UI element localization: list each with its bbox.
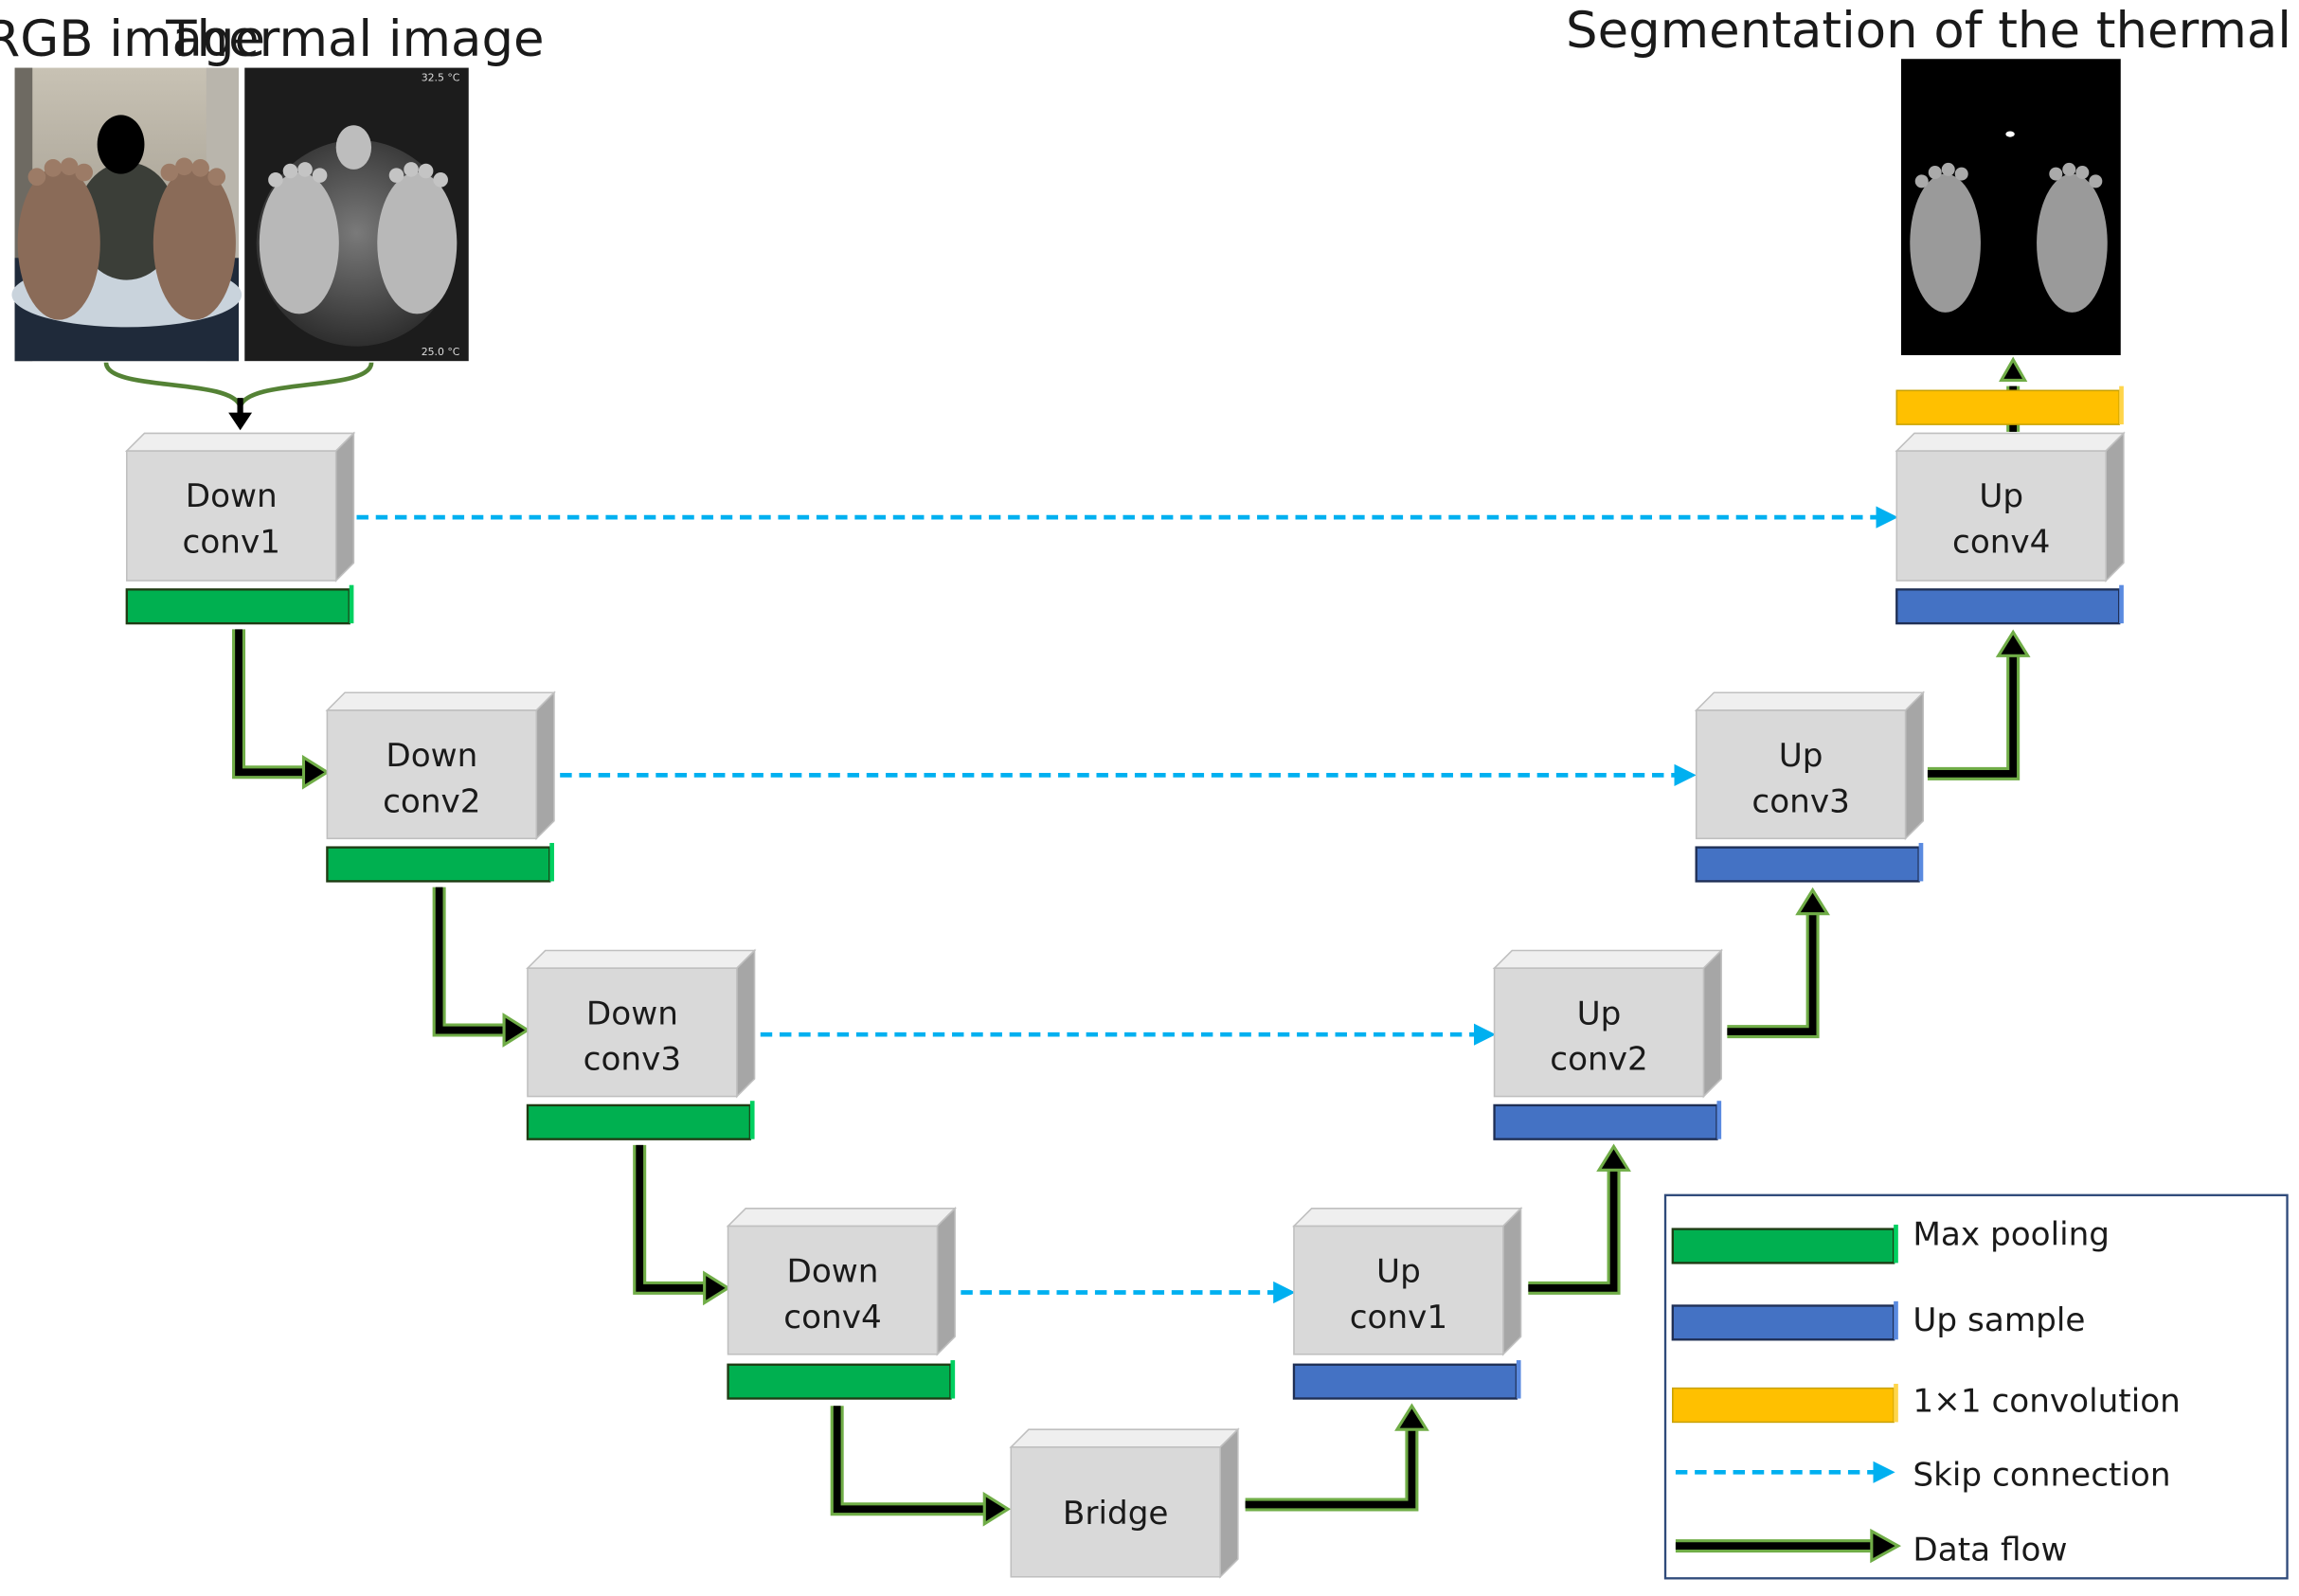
- decoder-block-2-line2: conv2: [1550, 1041, 1647, 1079]
- decoder-block-3: Up conv3: [1694, 690, 1926, 841]
- conv1x1-bar: [1895, 386, 2124, 425]
- encoder-block-2-line1: Down: [386, 737, 477, 775]
- legend-data-flow-label: Data flow: [1913, 1532, 2067, 1569]
- decoder-block-1-line1: Up: [1376, 1253, 1421, 1291]
- legend-max-pooling-swatch: [1671, 1228, 1895, 1264]
- up-sample-bar-3: [1695, 842, 1924, 883]
- legend-skip-label: Skip connection: [1913, 1456, 2170, 1494]
- max-pooling-bar-3: [526, 1101, 755, 1140]
- up-sample-bar-2: [1493, 1101, 1722, 1140]
- encoder-block-2: Down conv2: [325, 690, 556, 841]
- encoder-block-1: Down conv1: [124, 431, 356, 583]
- thermal-min-temp: 25.0 °C: [422, 346, 460, 358]
- up-sample-bar-1: [1292, 1360, 1521, 1400]
- legend-data-flow: Data flow: [1675, 1528, 2067, 1569]
- decoder-block-2-line1: Up: [1577, 995, 1622, 1032]
- encoder-block-3: Down conv3: [526, 948, 757, 1099]
- segmentation-image: [1900, 59, 2121, 355]
- thermal-image: 32.5 °C 25.0 °C: [244, 67, 469, 362]
- decoder-block-4-line2: conv4: [1952, 523, 2050, 561]
- rgb-image: [11, 67, 242, 362]
- skip-connections: [356, 506, 1898, 1304]
- decoder-block-3-line1: Up: [1779, 737, 1823, 775]
- legend: Max pooling Up sample 1×1 convolution Sk…: [1663, 1193, 2289, 1580]
- encoder-block-1-line2: conv1: [183, 523, 280, 561]
- data-flow-paths: [232, 356, 2031, 1527]
- decoder-block-2: Up conv2: [1492, 948, 1724, 1099]
- thermal-caption: Thermal image: [165, 10, 544, 68]
- encoder-block-3-line2: conv3: [584, 1041, 681, 1079]
- face-occlusion: [97, 115, 145, 174]
- max-pooling-bar-2: [326, 842, 554, 883]
- encoder-block-1-line1: Down: [186, 477, 278, 515]
- legend-conv1x1-label: 1×1 convolution: [1913, 1383, 2180, 1421]
- decoder-block-4: Up conv4: [1895, 431, 2126, 583]
- legend-up-sample-label: Up sample: [1913, 1301, 2085, 1339]
- decoder-block-4-line1: Up: [1979, 477, 2023, 515]
- segmentation-caption: Segmentation of the thermal image: [1566, 2, 2299, 60]
- legend-up-sample-swatch: [1671, 1304, 1895, 1341]
- legend-max-pooling: Max pooling: [1671, 1216, 2110, 1264]
- encoder-block-4: Down conv4: [726, 1206, 958, 1356]
- encoder-block-4-line1: Down: [787, 1253, 879, 1291]
- input-merge-connector: [103, 362, 374, 431]
- legend-conv1x1: 1×1 convolution: [1672, 1383, 2181, 1424]
- max-pooling-bar-1: [125, 584, 354, 625]
- legend-up-sample: Up sample: [1671, 1300, 2085, 1341]
- legend-max-pooling-label: Max pooling: [1913, 1216, 2110, 1254]
- thermal-max-temp: 32.5 °C: [422, 72, 460, 84]
- decoder-block-3-line2: conv3: [1751, 782, 1849, 820]
- decoder-block-1: Up conv1: [1292, 1206, 1523, 1356]
- bridge-label: Bridge: [1063, 1495, 1169, 1533]
- encoder-block-2-line2: conv2: [383, 782, 480, 820]
- bridge-block: Bridge: [1009, 1427, 1240, 1579]
- decoder-block-1-line2: conv1: [1350, 1299, 1447, 1336]
- rgb-caption: RGB image: [0, 10, 265, 68]
- legend-skip-connection: Skip connection: [1675, 1456, 2171, 1494]
- encoder-block-3-line1: Down: [586, 995, 678, 1032]
- legend-conv1x1-swatch: [1672, 1387, 1895, 1424]
- up-sample-bar-4: [1895, 584, 2124, 625]
- encoder-block-4-line2: conv4: [783, 1299, 881, 1336]
- max-pooling-bar-4: [727, 1360, 956, 1400]
